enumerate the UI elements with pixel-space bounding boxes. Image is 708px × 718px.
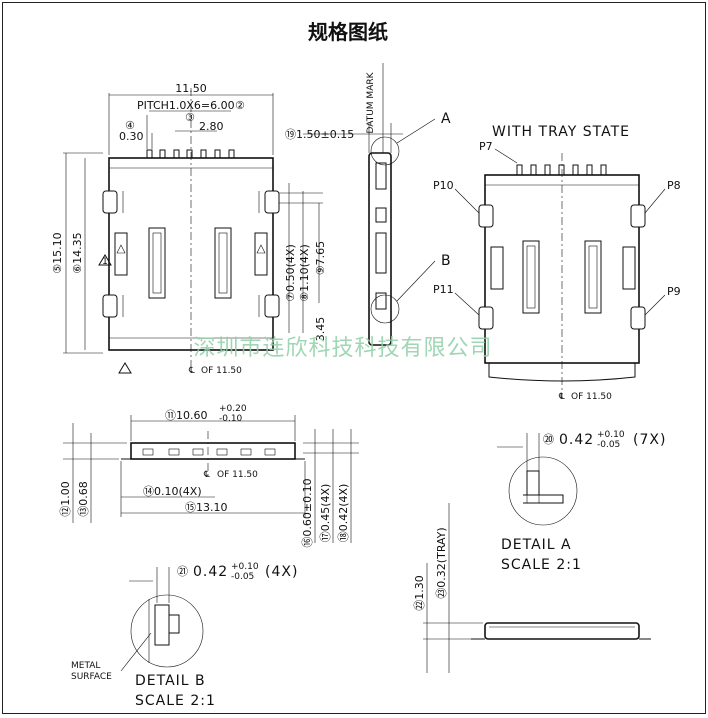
top-view: 1 11.50 PITCH1.0X6=6.00 ② ③ 2.80 ④ 0.30 …	[51, 82, 327, 376]
front-d1: ⑯0.60±0.10	[301, 478, 314, 547]
side-thickness-dim: ⑲1.50±0.15	[285, 128, 354, 141]
top-pins	[146, 149, 235, 159]
svg-text:㉑: ㉑	[177, 565, 188, 578]
svg-text:+0.10: +0.10	[231, 562, 259, 572]
p10-label: P10	[433, 179, 454, 192]
top-cl-label: OF 11.50	[201, 366, 242, 376]
front-pin-width: ⑭0.10(4X)	[143, 485, 202, 498]
height-body-dim: ⑥14.35	[71, 232, 84, 273]
height-total-dim: ⑤15.10	[51, 232, 64, 273]
pin-len-4x-dim: ⑧1.10(4X)	[298, 244, 311, 301]
p7-label: P7	[479, 140, 493, 153]
front-view-body	[130, 442, 296, 460]
bottom-offset-dim: 3.45	[314, 317, 327, 342]
svg-text:(4X): (4X)	[265, 564, 298, 580]
svg-text:+0.10: +0.10	[597, 430, 625, 440]
front-cl-label: OF 11.50	[217, 470, 258, 480]
tray-side-view: ㉒1.30 ㉓0.32(TRAY)	[413, 503, 651, 673]
front-height-body: ⑬0.68	[77, 481, 90, 517]
center-span: 2.80	[199, 120, 224, 133]
front-base-width: ⑮13.10	[185, 501, 228, 514]
front-height-total: ⑫1.00	[59, 481, 72, 517]
tray-heading: WITH TRAY STATE	[492, 124, 630, 140]
svg-text:℄: ℄	[203, 470, 210, 480]
pin-width: 0.30	[119, 130, 144, 143]
detail-a-scale: SCALE 2:1	[501, 557, 582, 573]
watermark: 深圳市连欣科技科技有限公司	[193, 336, 492, 361]
pin-width-4x-dim: ⑦0.50(4X)	[284, 244, 297, 301]
p11-label: P11	[433, 283, 454, 296]
tray-pins	[516, 164, 607, 176]
tray-side-body	[484, 622, 640, 640]
detail-a: ⑳ 0.42 +0.10 -0.05 (7X) DETAIL A SCALE 2…	[497, 430, 666, 573]
front-view: ℄ OF 11.50 ⑪10.60 +0.20 -0.10 ⑫1.00 ⑬0.6…	[59, 404, 359, 548]
datum-mark-label: DATUM MARK	[366, 71, 376, 133]
svg-text:⑳: ⑳	[543, 433, 554, 446]
svg-text:℄: ℄	[188, 366, 195, 376]
triangle-mark: 1	[102, 257, 108, 267]
metal-surface-label-1: METAL	[71, 661, 100, 671]
svg-text:③: ③	[185, 111, 195, 124]
svg-text:-0.05: -0.05	[597, 440, 620, 450]
detail-a-callout: A	[441, 111, 452, 127]
svg-text:②: ②	[235, 99, 245, 112]
detail-b-name: DETAIL B	[135, 673, 206, 689]
detail-b-callout: B	[441, 253, 452, 269]
side-view: DATUM MARK ⑲1.50±0.15 A B	[285, 63, 452, 346]
tray-side-h1: ㉒1.30	[413, 575, 426, 611]
front-width-dim: ⑪10.60	[165, 409, 208, 422]
detail-a-dim: 0.42	[559, 432, 594, 448]
tray-view: WITH TRAY STATE P7 P10 P8 P11	[433, 124, 681, 402]
front-d3: ⑱0.42(4X)	[337, 484, 350, 543]
page-title: 规格图纸	[308, 20, 388, 44]
p8-label: P8	[667, 179, 681, 192]
svg-text:④: ④	[125, 119, 135, 132]
technical-drawing: 规格图纸	[51, 20, 681, 709]
offset-dim: ⑨7.65	[314, 241, 327, 275]
svg-text:-0.10: -0.10	[219, 414, 243, 424]
side-view-body	[368, 152, 392, 346]
pitch-label: PITCH1.0X6=6.00	[137, 99, 235, 112]
tray-cl-label: OF 11.50	[571, 392, 612, 402]
width-dim: 11.50	[175, 82, 207, 95]
metal-surface-label-2: SURFACE	[71, 672, 112, 682]
svg-text:-0.05: -0.05	[231, 572, 254, 582]
svg-text:(7X): (7X)	[633, 432, 666, 448]
svg-text:℄: ℄	[558, 392, 565, 402]
detail-a-name: DETAIL A	[501, 537, 572, 553]
front-d2: ⑰0.45(4X)	[319, 484, 332, 543]
detail-b-dim: 0.42	[193, 564, 228, 580]
detail-b-scale: SCALE 2:1	[135, 693, 216, 709]
svg-text:+0.20: +0.20	[219, 404, 247, 414]
p9-label: P9	[667, 285, 681, 298]
tray-side-h2: ㉓0.32(TRAY)	[435, 527, 448, 598]
detail-b: ㉑ 0.42 +0.10 -0.05 (4X) METAL SURFACE DE…	[71, 562, 298, 709]
